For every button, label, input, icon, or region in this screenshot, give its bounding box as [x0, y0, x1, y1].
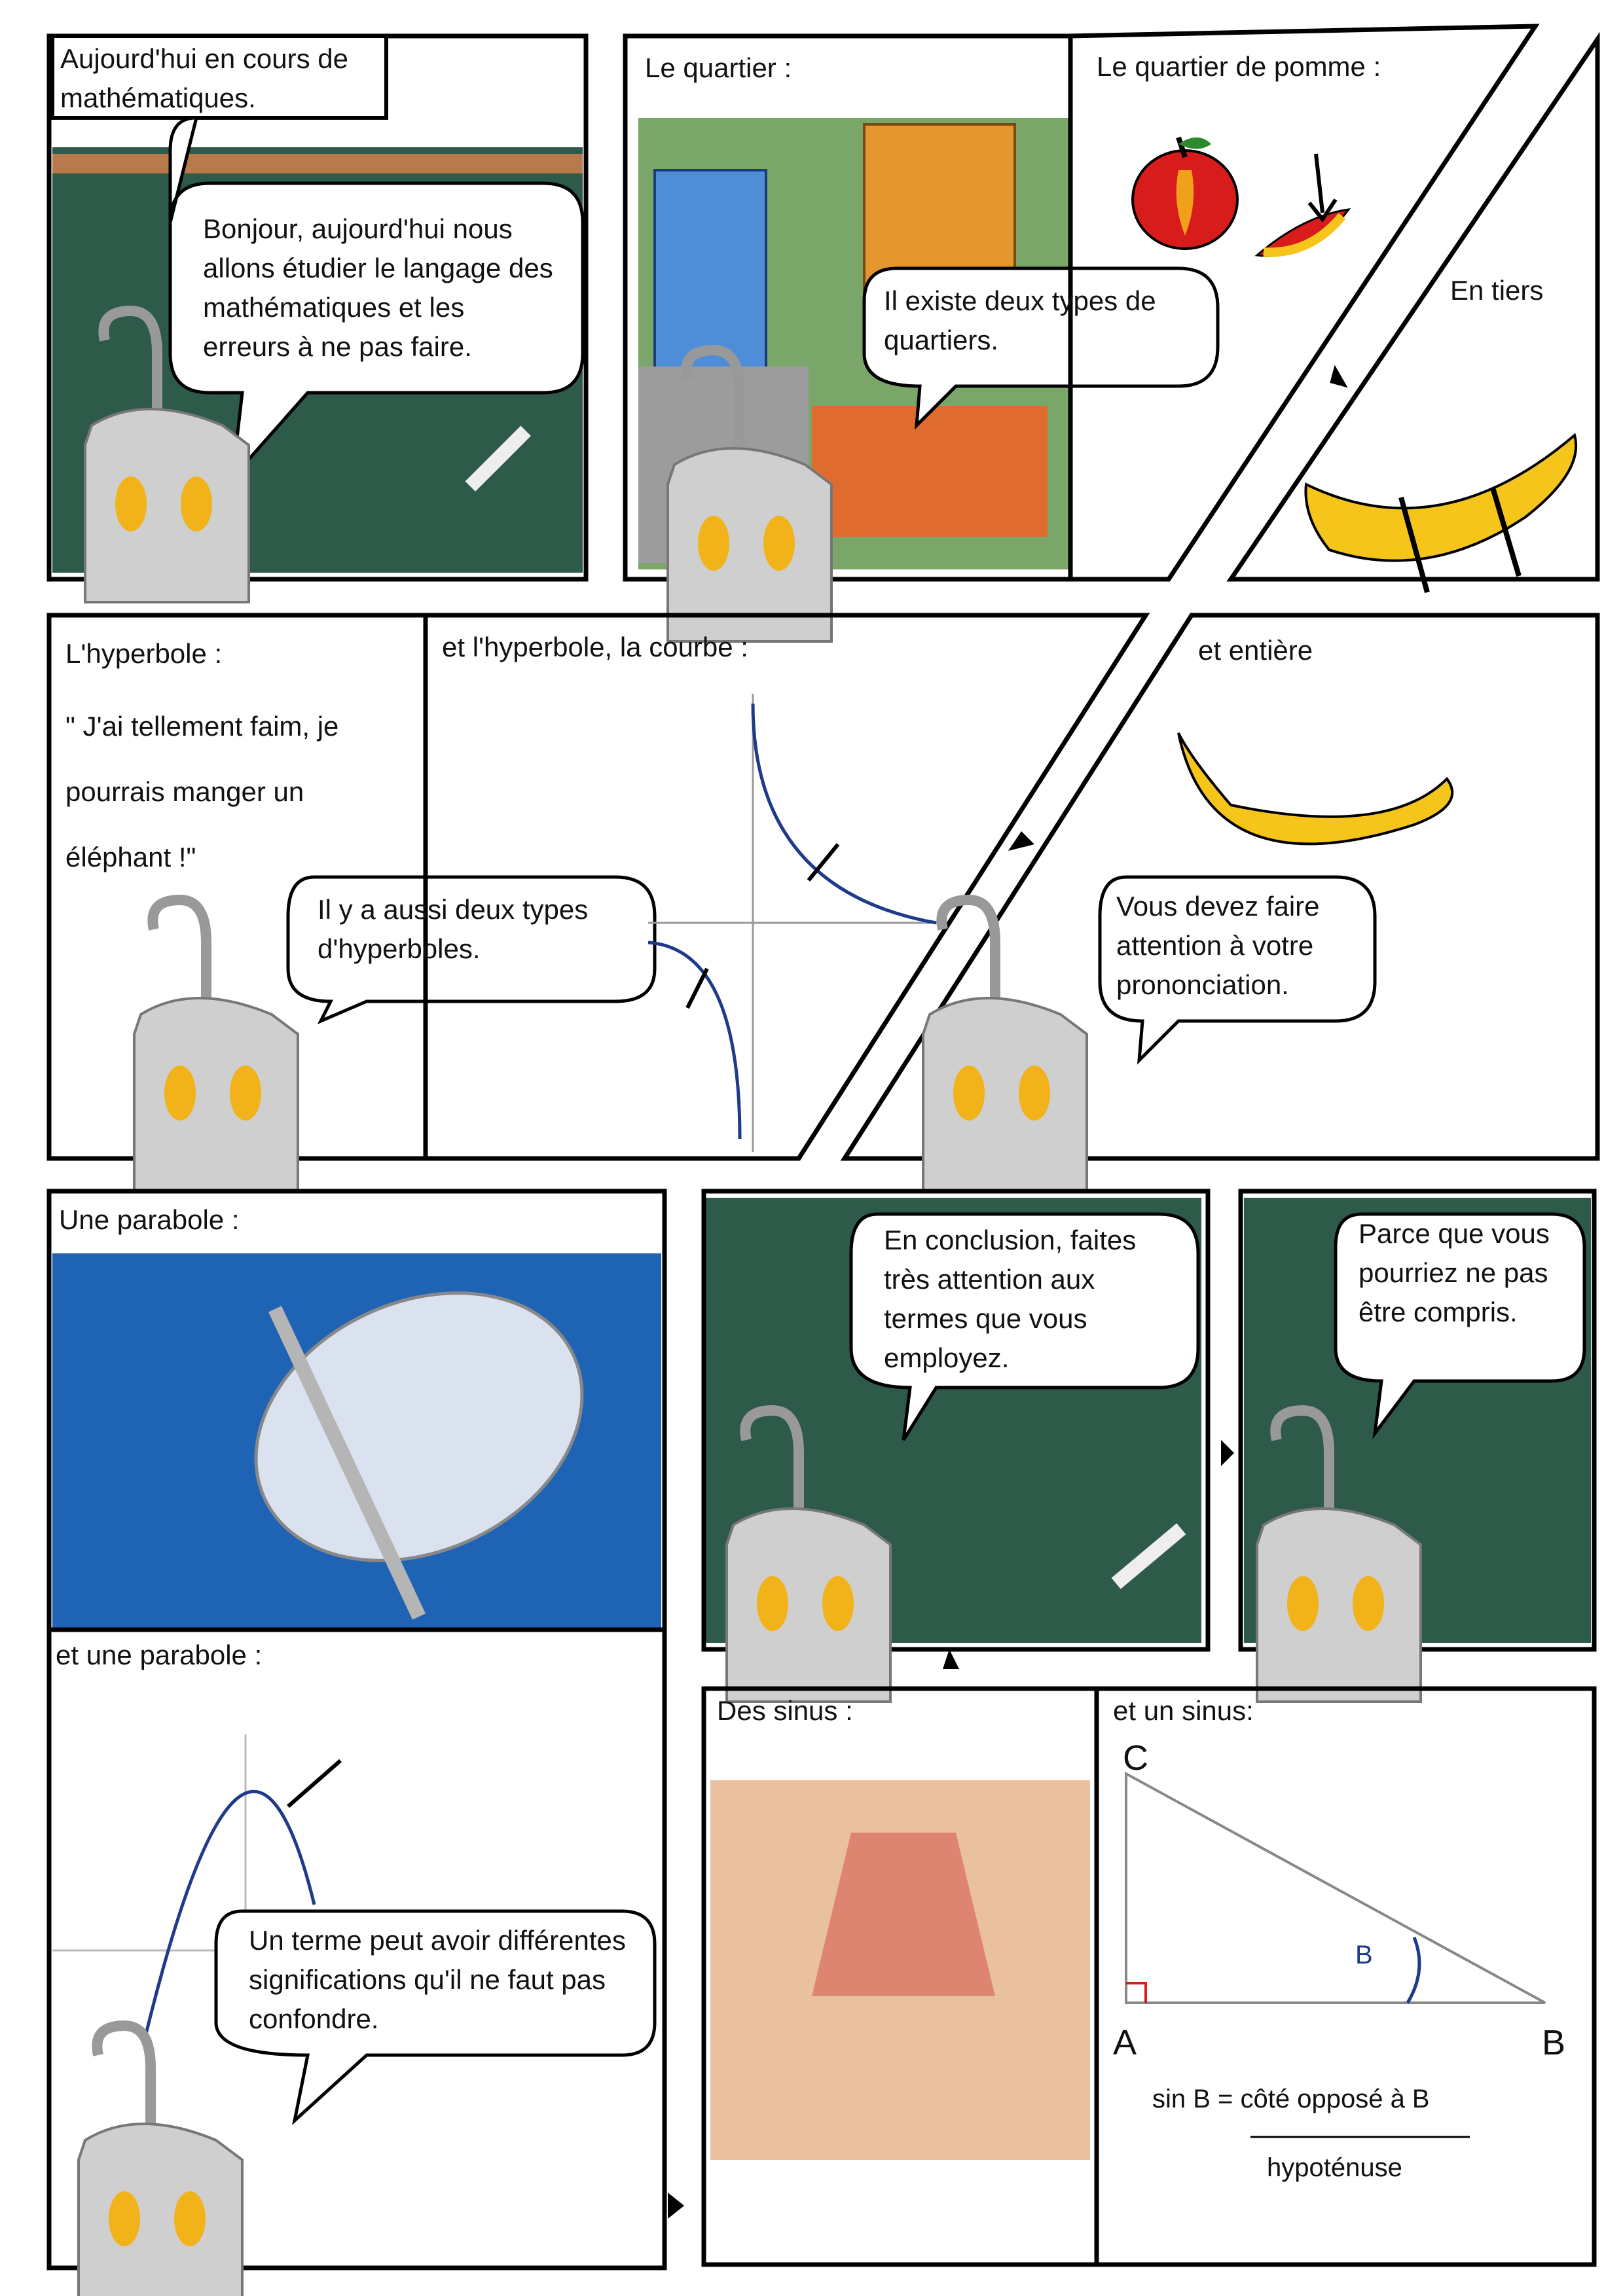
robot-4 [134, 900, 298, 1191]
panel-5-border [423, 613, 1150, 1161]
panel-4-speech: Il y a aussi deux types d'hyperboles. [318, 894, 596, 964]
panel-12-border [1094, 1686, 1597, 2267]
arrow-right-1 [1221, 1440, 1234, 1466]
panel-5 [423, 613, 1150, 1161]
panel-1 [46, 33, 589, 602]
arrow-right-2 [668, 2193, 684, 2219]
apple-stem [1176, 136, 1188, 158]
right-triangle [1125, 1771, 1546, 2004]
chalk-2 [1111, 1523, 1186, 1589]
speech-bubble-8 [849, 1212, 1200, 1441]
panel-1-caption-box [50, 34, 388, 120]
apple-core [1176, 170, 1194, 236]
panel-12 [1094, 1686, 1597, 2267]
panel-11-caption: Des sinus : [717, 1695, 853, 1726]
sinus-overlay [812, 1833, 995, 1996]
panel-8-border [701, 1189, 1211, 1652]
panel-3b-border [1226, 31, 1600, 582]
orange-building [863, 123, 1016, 296]
speech-bubble-2 [862, 266, 1220, 430]
red-building [812, 406, 1048, 537]
panel-2-speech: Il existe deux types de quartiers. [884, 285, 1164, 355]
panel-9-speech: Parce que vous pourriez ne pas être comp… [1359, 1218, 1558, 1327]
arrow-4 [287, 1759, 342, 1808]
formula-numerator: sin B = côté opposé à B [1152, 2085, 1430, 2113]
right-angle-mark [1126, 1982, 1147, 2003]
panel-3-border [1068, 24, 1540, 582]
parabola-curve [142, 1789, 316, 2043]
panel-6-caption: et entière [1198, 635, 1313, 666]
arrow-down-2 [1008, 831, 1034, 851]
vertex-b-label: B [1542, 2023, 1566, 2062]
panel-1-speech: Bonjour, aujourd'hui nous allons étudier… [203, 213, 553, 362]
panel-1-caption: Aujourd'hui en cours de mathématiques. [60, 43, 356, 113]
chalkboard-ledge [52, 154, 583, 173]
banana-sliced [1304, 433, 1578, 562]
speech-bubble-6 [1098, 875, 1377, 1065]
arrow-down-1 [1330, 365, 1348, 388]
arrow-2 [807, 843, 840, 882]
panel-2 [623, 33, 1220, 641]
angle-b-label: B [1355, 1941, 1373, 1969]
hyperbola-branch-2 [647, 941, 742, 1139]
panel-3-label: En tiers [1450, 275, 1544, 306]
panel-3 [1068, 24, 1600, 594]
robot-10 [79, 2026, 242, 2296]
panel-3-caption: Le quartier de pomme : [1097, 51, 1381, 82]
panel-9 [1238, 1189, 1597, 1702]
panel-10-border [46, 1627, 667, 2270]
formula-denominator: hypoténuse [1267, 2153, 1402, 2182]
banana-whole [1177, 732, 1454, 846]
vertex-c-label: C [1123, 1738, 1148, 1778]
panel-10-speech: Un terme peut avoir différentes signific… [249, 1925, 634, 2034]
banana-cut-1 [1398, 496, 1430, 594]
chalk-1 [465, 425, 531, 492]
angle-arc [1406, 1937, 1421, 2004]
panel-12-caption: et un sinus: [1113, 1695, 1254, 1726]
panel-10-caption: et une parabole : [56, 1640, 263, 1670]
satellite-dish [254, 1291, 584, 1562]
dish-arm [268, 1306, 426, 1620]
speech-bubble-10 [214, 1909, 657, 2125]
panel-6 [840, 613, 1600, 1191]
vertex-a-label: A [1113, 2023, 1137, 2062]
arrow-1 [1314, 153, 1324, 213]
speech-bubble-1 [168, 116, 585, 483]
hyperbola-branch-1 [751, 703, 937, 925]
arrow-up-1 [943, 1649, 959, 1669]
panel-5-caption: et l'hyperbole, la courbe : [442, 632, 748, 662]
panel-6-speech: Vous devez faire attention à votre prono… [1116, 891, 1328, 1000]
panel-2-caption: Le quartier : [645, 52, 792, 83]
speech-bubble-4 [286, 875, 657, 1024]
panel-8 [701, 1189, 1234, 1702]
panel-10 [46, 1627, 684, 2296]
panel-11 [701, 1649, 1099, 2267]
apple-leaf [1178, 137, 1211, 149]
panel-8-speech: En conclusion, faites très attention aux… [884, 1225, 1144, 1373]
panel-4-caption: L'hyperbole : [65, 638, 223, 669]
panel-6-border [840, 613, 1600, 1161]
panel-7-caption: Une parabole : [59, 1204, 240, 1235]
arrow-3 [685, 967, 709, 1009]
speech-bubble-9 [1334, 1212, 1586, 1440]
banana-cut-2 [1490, 486, 1522, 577]
robot-6 [923, 900, 1087, 1191]
panel-4-quote: " J'ai tellement faim, je pourrais mange… [65, 711, 347, 872]
panel-7 [46, 1189, 667, 1632]
